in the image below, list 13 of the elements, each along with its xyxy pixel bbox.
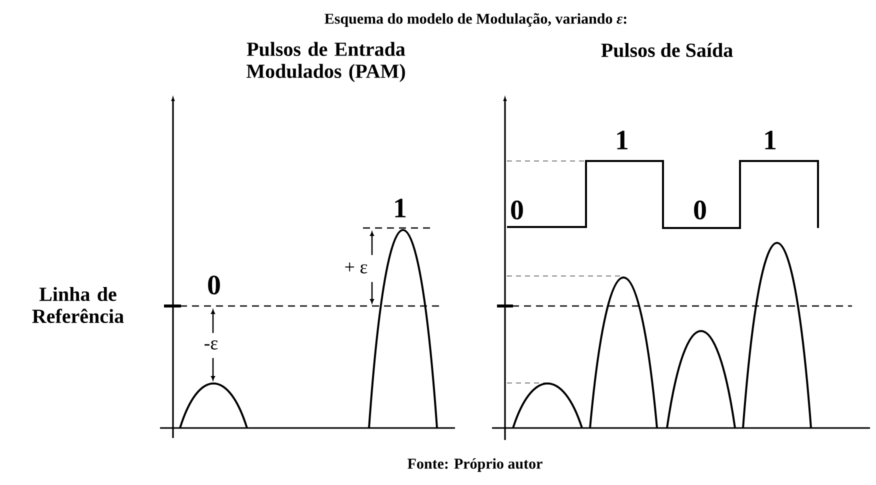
bit-label: 1	[395, 198, 406, 218]
bit-label: 0	[694, 200, 706, 220]
bit-label: 1	[617, 130, 628, 150]
caption: Fonte: Próprio autor	[408, 458, 542, 472]
bit-label: 0	[511, 200, 523, 220]
axis-label: Linha de Referência	[32, 286, 124, 324]
bit-label: 1	[765, 130, 776, 150]
epsilon-label: -ε	[204, 340, 218, 350]
heading: Pulsos de Saída	[601, 42, 733, 58]
title: Esquema do modelo de Modulação, variando ε:	[324, 13, 626, 27]
heading: Pulsos de Entrada Modulados (PAM)	[246, 42, 406, 82]
epsilon-label: + ε	[345, 262, 368, 274]
bit-label: 0	[208, 276, 220, 294]
